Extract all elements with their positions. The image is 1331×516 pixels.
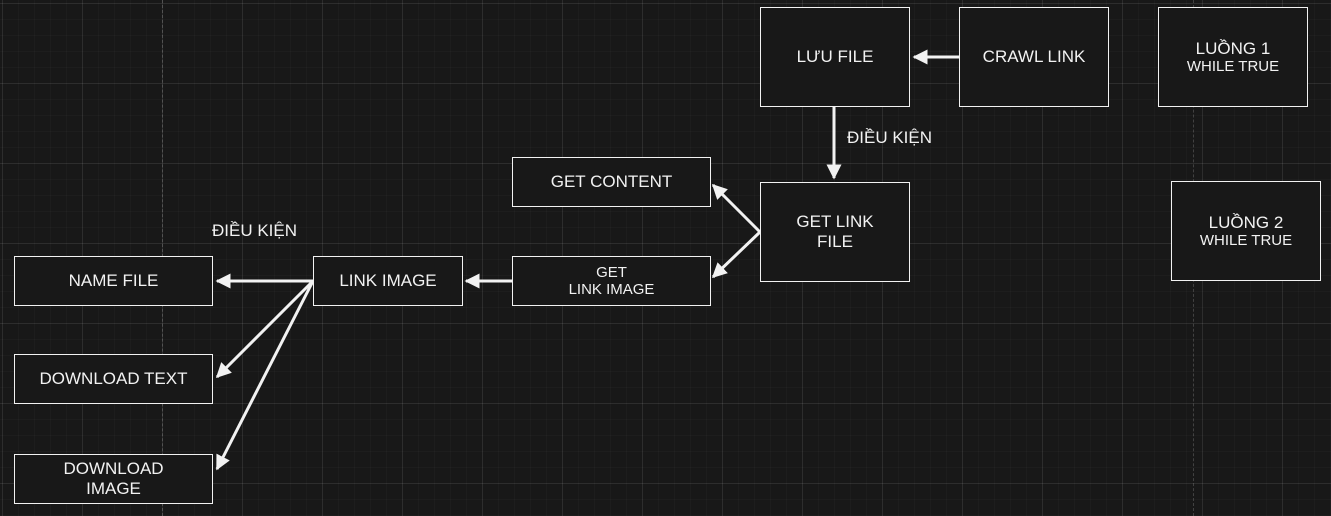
arrow-get-link-file-to-get-link-image	[711, 230, 762, 279]
node-get-link-file[interactable]: GET LINK FILE	[760, 182, 910, 282]
node-get-link-image-line2: LINK IMAGE	[568, 281, 655, 298]
node-get-content-label: GET CONTENT	[550, 172, 673, 192]
node-luong-1[interactable]: LUỒNG 1 WHILE TRUE	[1158, 7, 1308, 107]
arrow-link-image-to-download-text	[215, 279, 315, 379]
node-download-text[interactable]: DOWNLOAD TEXT	[14, 354, 213, 404]
node-name-file[interactable]: NAME FILE	[14, 256, 213, 306]
node-luu-file[interactable]: LƯU FILE	[760, 7, 910, 107]
node-luong-2[interactable]: LUỒNG 2 WHILE TRUE	[1171, 181, 1321, 281]
node-luong-1-title: LUỒNG 1	[1195, 38, 1271, 58]
node-crawl-link-label: CRAWL LINK	[982, 47, 1086, 67]
node-get-content[interactable]: GET CONTENT	[512, 157, 711, 207]
label-condition-left: ĐIỀU KIỆN	[212, 221, 298, 240]
node-luong-2-title: LUỒNG 2	[1208, 212, 1284, 232]
node-luong-1-subtitle: WHILE TRUE	[1186, 58, 1280, 76]
label-condition-top: ĐIỀU KIỆN	[847, 128, 933, 147]
node-download-image-line2: IMAGE	[86, 479, 141, 498]
node-get-link-image[interactable]: GET LINK IMAGE	[512, 256, 711, 306]
node-download-text-label: DOWNLOAD TEXT	[39, 369, 188, 389]
arrow-link-image-to-download-image	[215, 280, 315, 471]
node-get-link-file-line1: GET LINK	[796, 212, 874, 232]
node-get-link-image-line1: GET	[596, 263, 627, 281]
node-name-file-label: NAME FILE	[68, 271, 159, 291]
node-download-image[interactable]: DOWNLOAD IMAGE	[14, 454, 213, 504]
node-download-image-line1: DOWNLOAD	[63, 459, 164, 479]
arrow-get-link-file-to-get-content	[711, 183, 762, 234]
node-get-link-file-line2: FILE	[817, 232, 853, 251]
node-link-image[interactable]: LINK IMAGE	[313, 256, 463, 306]
node-luu-file-label: LƯU FILE	[796, 47, 874, 67]
node-crawl-link[interactable]: CRAWL LINK	[959, 7, 1109, 107]
node-luong-2-subtitle: WHILE TRUE	[1199, 232, 1293, 250]
node-link-image-label: LINK IMAGE	[339, 271, 437, 291]
